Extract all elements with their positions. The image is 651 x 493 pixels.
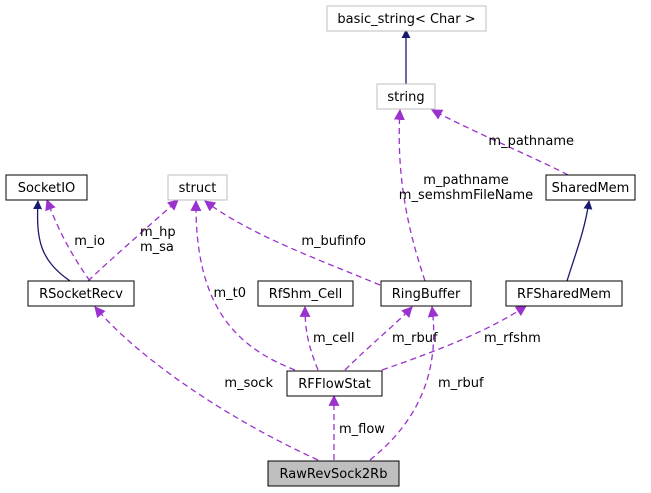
node-struct[interactable]: struct xyxy=(167,174,228,201)
edge-raw-to-rsocketrecv xyxy=(94,306,319,461)
node-socketio-label: SocketIO xyxy=(18,181,76,196)
edge-ringbuffer-to-string xyxy=(393,108,426,282)
node-ringbuffer-label: RingBuffer xyxy=(392,287,461,302)
edge-rsocketrecv-to-struct xyxy=(87,199,179,282)
node-rfsharedmem[interactable]: RFSharedMem xyxy=(505,280,623,307)
label-ringbuffer-bufinfo: m_bufinfo xyxy=(301,234,366,249)
node-rsocketrecv[interactable]: RSocketRecv xyxy=(27,280,135,307)
node-sharedmem[interactable]: SharedMem xyxy=(545,174,636,201)
edge-rfflowstat-to-ringbuffer xyxy=(344,306,413,371)
node-struct-label: struct xyxy=(179,181,217,196)
edge-ringbuffer-to-struct xyxy=(204,200,381,286)
label-rfflowstat-rfshm: m_rfshm xyxy=(484,331,541,346)
node-string[interactable]: string xyxy=(376,83,436,110)
node-rsocketrecv-label: RSocketRecv xyxy=(39,287,123,302)
label-ringbuffer-pathname: m_pathname xyxy=(423,173,509,188)
node-socketio[interactable]: SocketIO xyxy=(5,174,88,201)
node-basic-string-label: basic_string< Char > xyxy=(337,12,475,27)
node-rawrevsock2rb-label: RawRevSock2Rb xyxy=(280,467,388,482)
edge-sharedmem-to-string xyxy=(431,109,569,176)
node-rfshm-cell-label: RfShm_Cell xyxy=(269,287,343,302)
edge-rfflowstat-to-struct xyxy=(190,199,296,371)
label-raw-sock: m_sock xyxy=(224,376,273,391)
node-rfflowstat[interactable]: RFFlowStat xyxy=(286,370,383,397)
node-rfflowstat-label: RFFlowStat xyxy=(298,377,371,392)
label-raw-rbuf: m_rbuf xyxy=(438,376,484,391)
node-basic-string[interactable]: basic_string< Char > xyxy=(326,5,487,32)
label-rfflowstat-t0: m_t0 xyxy=(213,286,246,301)
label-rfflowstat-rbuf: m_rbuf xyxy=(392,331,438,346)
node-rawrevsock2rb[interactable]: RawRevSock2Rb xyxy=(267,460,400,487)
node-ringbuffer[interactable]: RingBuffer xyxy=(380,280,472,307)
label-rsocketrecv-io: m_io xyxy=(74,234,105,249)
label-rsocketrecv-hp: m_hp xyxy=(140,225,176,240)
label-rfflowstat-cell: m_cell xyxy=(313,331,355,346)
edge-rfflowstat-to-rfsharedmem xyxy=(381,305,527,371)
edge-rsocketrecv-inherits-socketio xyxy=(33,200,71,282)
edge-raw-to-ringbuffer xyxy=(369,305,439,461)
edge-rsocketrecv-to-socketio xyxy=(45,198,91,282)
edge-rfflowstat-to-rfshm-cell xyxy=(299,305,319,371)
label-raw-flow: m_flow xyxy=(339,422,385,437)
node-sharedmem-label: SharedMem xyxy=(552,181,630,196)
label-sharedmem-pathname: m_pathname xyxy=(488,134,574,149)
node-string-label: string xyxy=(387,90,424,105)
label-rsocketrecv-sa: m_sa xyxy=(140,240,174,255)
node-rfsharedmem-label: RFSharedMem xyxy=(517,287,611,302)
edge-rfsharedmem-inherits-sharedmem xyxy=(566,200,593,282)
node-rfshm-cell[interactable]: RfShm_Cell xyxy=(257,280,354,307)
label-ringbuffer-semshm: m_semshmFileName xyxy=(399,188,533,203)
